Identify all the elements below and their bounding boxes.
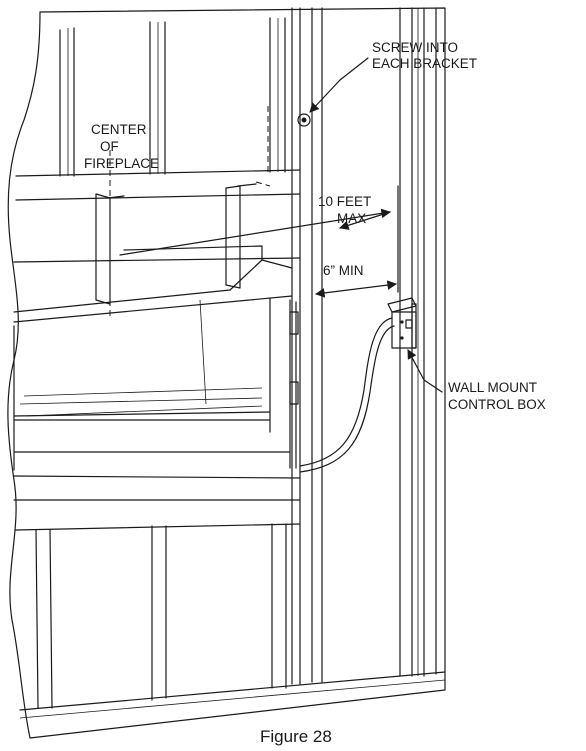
bottom-plate xyxy=(19,671,446,711)
dimension-line-6in xyxy=(315,280,397,298)
screw-label-line1: SCREW INTO xyxy=(372,40,458,55)
wall-outline xyxy=(7,7,446,739)
screw-leader xyxy=(309,57,369,113)
lower-studs xyxy=(35,523,287,709)
control-label-line2: CONTROL BOX xyxy=(448,397,546,412)
control-box xyxy=(387,297,417,349)
center-label-line3: FIREPLACE xyxy=(84,156,159,171)
center-label-line1: CENTER xyxy=(91,122,147,137)
control-label-line1: WALL MOUNT xyxy=(448,380,537,395)
screw-icon xyxy=(297,113,311,127)
screw-label-line2: EACH BRACKET xyxy=(372,56,477,71)
figure-caption: Figure 28 xyxy=(260,727,332,746)
max-label-line1: 10 FEET xyxy=(318,194,371,209)
fireplace-unit xyxy=(13,245,299,471)
wiring-conduit xyxy=(299,317,393,467)
min-label: 6” MIN xyxy=(323,263,364,278)
control-leader xyxy=(407,349,443,393)
upper-studs xyxy=(59,17,286,177)
max-label-line2: MAX xyxy=(337,211,366,226)
center-label-line2: OF xyxy=(100,139,119,154)
main-studs xyxy=(291,7,437,685)
lower-sill xyxy=(13,475,301,479)
